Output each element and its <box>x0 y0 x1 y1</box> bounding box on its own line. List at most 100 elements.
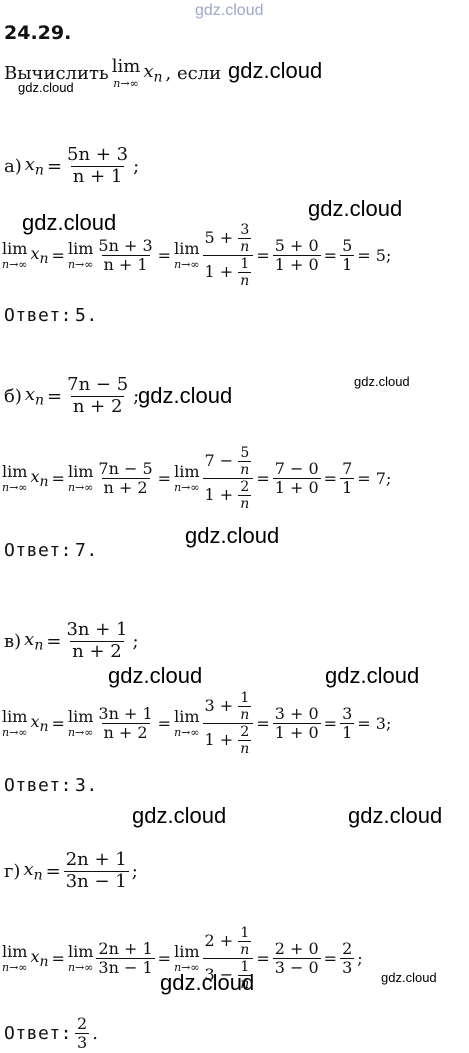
watermark: gdz.cloud <box>185 523 280 548</box>
part-label: б) <box>4 385 22 407</box>
semicolon: ; <box>133 385 140 407</box>
answer-line: Ответ: 5. <box>4 305 101 326</box>
result-value: = 3; <box>357 714 392 734</box>
equals-sign: = <box>46 630 62 652</box>
equals-sign: = <box>256 469 270 489</box>
answer-value: 5. <box>75 305 98 326</box>
part-definition: г) xn = 2n + 1 3n − 1 ; <box>4 849 141 892</box>
fraction-denominator: 1 + 0 <box>272 723 321 743</box>
fraction-numerator: 7n − 5 <box>67 374 129 395</box>
equals-sign: = <box>157 714 172 734</box>
watermark-top: gdz.cloud <box>195 2 264 19</box>
answer-value: 7. <box>75 540 98 561</box>
part-definition: в) xn = 3n + 1 n + 2 ; <box>4 619 142 662</box>
fraction-denominator: 1 <box>340 255 355 275</box>
fraction-numerator: 5n + 3 <box>98 235 153 255</box>
fraction-numerator: 2n + 1 <box>65 849 127 870</box>
fraction-numerator: 3n + 1 <box>66 619 128 640</box>
answer-label: Ответ: <box>4 1023 73 1045</box>
step-fraction: 7n − 5 n + 2 <box>96 458 154 498</box>
fraction-denominator: 3n − 1 <box>63 870 129 892</box>
part-label: а) <box>4 155 22 177</box>
watermark-small: gdz.cloud <box>381 970 437 985</box>
substituted-fraction: 5 + 0 1 + 0 <box>272 236 321 275</box>
step-fraction: 5n + 3 n + 1 <box>96 235 154 275</box>
answer-label: Ответ: <box>4 305 73 326</box>
task-var: xn <box>143 61 163 86</box>
fraction-numerator: 7n − 5 <box>98 458 153 478</box>
watermark: gdz.cloud <box>22 210 117 235</box>
substituted-fraction: 3 + 0 1 + 0 <box>272 704 321 743</box>
definition-fraction: 7n − 5 n + 2 <box>65 374 130 417</box>
lim-word: lim <box>111 56 141 77</box>
fraction-numerator: 3 <box>342 703 353 723</box>
watermark-small: gdz.cloud <box>18 80 74 95</box>
lim-sub: n→∞ <box>113 77 139 90</box>
sequence-var: xn <box>30 467 49 491</box>
watermark: gdz.cloud <box>325 663 420 688</box>
task-statement: Вычислить lim n→∞ xn , если <box>4 56 224 90</box>
result-value: ; <box>357 949 363 969</box>
fraction-numerator: 2 + 0 <box>274 938 319 958</box>
equals-sign: = <box>323 949 338 969</box>
substituted-fraction: 7 − 0 1 + 0 <box>272 458 321 498</box>
result-fraction: 3 1 <box>340 703 355 743</box>
equals-sign: = <box>157 469 172 489</box>
watermark: gdz.cloud <box>228 58 323 83</box>
part-definition: а) xn = 5n + 3 n + 1 ; <box>4 144 142 187</box>
fraction-denominator: n + 1 <box>70 165 125 187</box>
result-fraction: 7 1 <box>340 459 355 498</box>
fraction-denominator: n + 2 <box>70 640 124 662</box>
sequence-var: xn <box>24 153 44 179</box>
step-fraction: 2n + 1 3n − 1 <box>96 938 155 978</box>
watermark: gdz.cloud <box>308 196 403 221</box>
result-fraction: 5 1 <box>340 236 355 275</box>
sequence-var: xn <box>24 628 44 654</box>
equals-sign: = <box>51 469 65 489</box>
equals-sign: = <box>51 246 65 266</box>
equals-sign: = <box>323 469 338 489</box>
fraction-denominator: n + 1 <box>101 255 150 275</box>
sequence-var: xn <box>30 712 49 736</box>
part-label: г) <box>4 860 21 882</box>
result-fraction: 2 3 <box>340 939 355 978</box>
sequence-var: xn <box>24 383 45 409</box>
fraction-denominator: 3 <box>340 958 355 978</box>
sequence-var: xn <box>30 244 49 268</box>
equals-sign: = <box>51 714 65 734</box>
equals-sign: = <box>157 949 172 969</box>
equals-sign: = <box>45 860 61 882</box>
definition-fraction: 5n + 3 n + 1 <box>65 144 130 187</box>
result-value: = 5; <box>357 246 392 266</box>
task-tail: , если <box>165 63 222 84</box>
sequence-var: xn <box>30 947 49 971</box>
part-definition: б) xn = 7n − 5 n + 2 ; <box>4 374 142 417</box>
semicolon: ; <box>133 155 140 177</box>
watermark: gdz.cloud <box>108 663 203 688</box>
watermark-small: gdz.cloud <box>354 374 410 389</box>
answer-line: Ответ: 3. <box>4 775 101 796</box>
equals-sign: = <box>323 714 338 734</box>
fraction-denominator: 1 + 0 <box>272 478 321 498</box>
watermark: gdz.cloud <box>348 803 443 828</box>
fraction-numerator: 7 − 0 <box>274 458 319 478</box>
equals-sign: = <box>46 155 63 177</box>
semicolon: ; <box>131 860 138 882</box>
fraction-denominator: 1 + 0 <box>272 255 321 275</box>
fraction-numerator: 2n + 1 <box>98 938 153 958</box>
